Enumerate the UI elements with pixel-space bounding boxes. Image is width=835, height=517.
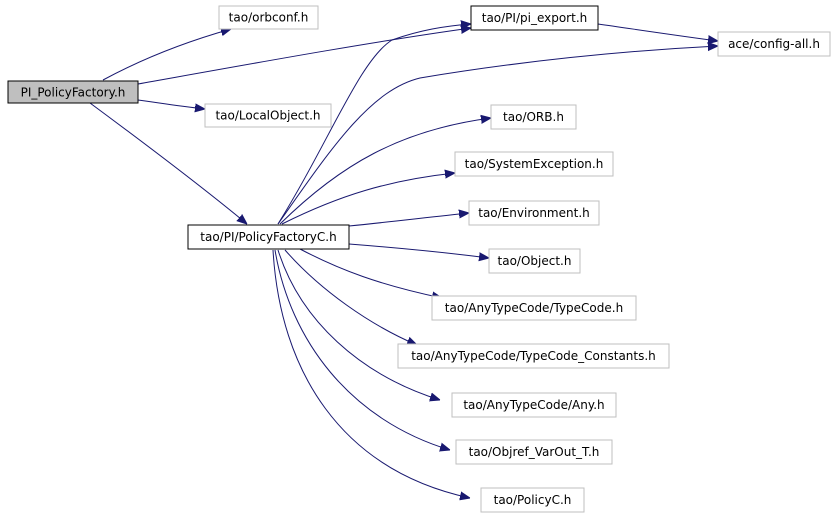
node-system-exception-label: tao/SystemException.h [465, 157, 604, 171]
edge-pfc-pi-export [277, 24, 471, 225]
node-config-all-label: ace/config-all.h [728, 37, 820, 51]
edge-pfc-typecode [299, 248, 442, 298]
node-orb-label: tao/ORB.h [503, 110, 564, 124]
edge-pfc-objref-varout [274, 249, 450, 450]
node-environment[interactable]: tao/Environment.h [468, 200, 600, 226]
edges [89, 23, 718, 498]
node-any[interactable]: tao/AnyTypeCode/Any.h [451, 392, 617, 418]
edge-pfc-config-all [277, 46, 718, 225]
edge-root-policy-factory-c [89, 102, 247, 224]
node-local-object[interactable]: tao/LocalObject.h [204, 103, 332, 128]
edge-pfc-object [348, 243, 489, 258]
edge-root-pi-export [137, 28, 471, 85]
node-pi-export[interactable]: tao/PI/pi_export.h [470, 5, 599, 31]
edge-pfc-orb [279, 118, 491, 225]
node-typecode[interactable]: tao/AnyTypeCode/TypeCode.h [431, 295, 637, 321]
node-root-label: PI_PolicyFactory.h [21, 86, 126, 100]
edge-pfc-typecode-constants [284, 249, 417, 345]
node-any-label: tao/AnyTypeCode/Any.h [463, 398, 604, 412]
node-system-exception[interactable]: tao/SystemException.h [454, 151, 614, 177]
node-config-all[interactable]: ace/config-all.h [717, 31, 831, 57]
node-policy-c-label: tao/PolicyC.h [494, 493, 572, 507]
node-pi-export-label: tao/PI/pi_export.h [482, 11, 588, 25]
node-object[interactable]: tao/Object.h [488, 248, 581, 274]
edge-pfc-environment [348, 213, 469, 227]
edge-root-local-object [137, 99, 205, 109]
node-policy-factory-c-label: tao/PI/PolicyFactoryC.h [200, 230, 336, 244]
node-orb[interactable]: tao/ORB.h [490, 104, 577, 130]
node-orbconf-label: tao/orbconf.h [229, 11, 309, 25]
edge-root-orbconf [102, 29, 231, 81]
node-root[interactable]: PI_PolicyFactory.h [7, 80, 139, 104]
edge-pfc-system-exception [281, 173, 455, 225]
node-objref-varout[interactable]: tao/Objref_VarOut_T.h [455, 439, 613, 465]
node-typecode-label: tao/AnyTypeCode/TypeCode.h [445, 301, 623, 315]
edge-pfc-policy-c [272, 249, 470, 498]
node-orbconf[interactable]: tao/orbconf.h [218, 5, 319, 30]
node-typecode-constants-label: tao/AnyTypeCode/TypeCode_Constants.h [411, 349, 656, 363]
node-object-label: tao/Object.h [498, 254, 572, 268]
node-environment-label: tao/Environment.h [478, 206, 590, 220]
edge-pi-export-config-all [597, 23, 718, 41]
node-local-object-label: tao/LocalObject.h [215, 109, 320, 123]
edge-pfc-any [277, 249, 440, 400]
node-typecode-constants[interactable]: tao/AnyTypeCode/TypeCode_Constants.h [397, 343, 670, 369]
node-objref-varout-label: tao/Objref_VarOut_T.h [469, 445, 600, 459]
node-policy-factory-c[interactable]: tao/PI/PolicyFactoryC.h [187, 224, 350, 250]
node-policy-c[interactable]: tao/PolicyC.h [480, 487, 585, 513]
